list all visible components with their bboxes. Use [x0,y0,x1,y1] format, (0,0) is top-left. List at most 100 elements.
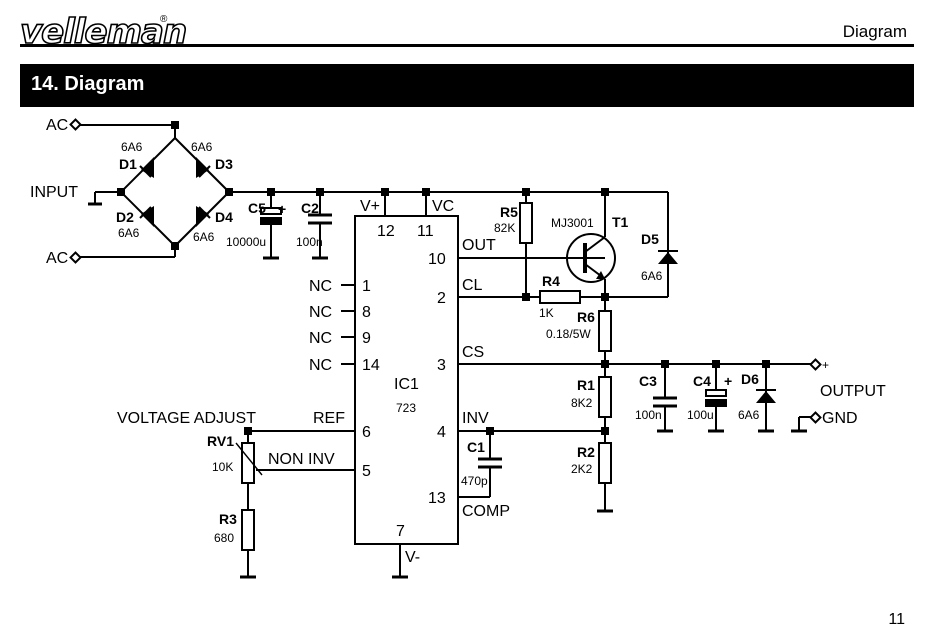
r3-ref: R3 [219,511,237,527]
header-rule [20,44,914,47]
d4-value: 6A6 [193,230,215,244]
ic-pin-1-num: 1 [362,278,371,295]
d1-ref: D1 [119,156,137,172]
ic-pin-13-num: 13 [428,490,446,507]
r2-ref: R2 [577,444,595,460]
t1-value: MJ3001 [551,216,594,230]
c4-polarity: + [724,373,732,389]
input-label: INPUT [30,184,78,201]
potentiometer-rv1 [235,427,263,510]
resistor-r3 [240,509,256,579]
ic-pin-comp-name: COMP [462,503,510,520]
ic-pin-out-name: OUT [462,237,496,254]
r2-value: 2K2 [571,462,593,476]
diode-d4 [196,206,211,227]
c3-value: 100n [635,408,662,422]
r3-value: 680 [214,531,234,545]
ic1-type: 723 [396,401,416,415]
gnd-label: GND [822,410,858,427]
diode-d6 [756,360,776,433]
diode-d1 [139,157,154,178]
ic-pin-cl-name: CL [462,277,483,294]
ic-pin-14-num: 14 [362,357,380,374]
c3-ref: C3 [639,373,657,389]
output-plus-label: + [822,358,829,372]
ic-pin-8-num: 8 [362,304,371,321]
capacitor-c4 [705,360,727,433]
header-section-label: Diagram [842,22,907,41]
t1-ref: T1 [612,214,629,230]
capacitor-c3 [653,360,677,433]
r6-value: 0.18/5W [546,327,591,341]
r5-ref: R5 [500,204,518,220]
rv1-value: 10K [212,460,233,474]
c5-ref: C5 [248,200,266,216]
resistor-r1 [598,364,612,435]
c5-value: 10000u [226,235,266,249]
ic-pin-14-name: NC [309,357,332,374]
resistor-r4 [539,290,609,304]
c5-polarity: + [278,201,286,217]
registered-mark: ® [160,14,168,25]
ic-pin-5-num: 5 [362,463,371,480]
ic-pin-cs-name: CS [462,344,484,361]
d3-value: 6A6 [191,140,213,154]
ic-pin-4-num: 4 [437,424,446,441]
d5-value: 6A6 [641,269,663,283]
ic-pin-vminus-name: V- [405,549,420,566]
output-label: OUTPUT [820,383,886,400]
ic-pin-7-num: 7 [396,523,405,540]
c4-ref: C4 [693,373,711,389]
c2-ref: C2 [301,200,319,216]
rv1-ref: RV1 [207,433,234,449]
ic-pin-2-num: 2 [437,290,446,307]
ic-pin-noninv-name: NON INV [268,451,335,468]
capacitor-c1 [478,427,502,497]
ic-pin-9-num: 9 [362,330,371,347]
r5-value: 82K [494,221,515,235]
ac-bottom-label: AC [46,250,68,267]
d2-ref: D2 [116,209,134,225]
d6-value: 6A6 [738,408,760,422]
c1-ref: C1 [467,439,485,455]
diode-d3 [196,157,211,178]
ic-pin-vplus-name: V+ [360,198,380,215]
capacitor-c2 [308,188,332,260]
ic-pin-11-num: 11 [417,223,434,240]
ic-pin-10-num: 10 [428,251,446,268]
c2-value: 100n [296,235,323,249]
ic-pin-8-name: NC [309,304,332,321]
resistor-r2 [597,431,613,513]
page-number: 11 [888,611,905,628]
ic1-ref: IC1 [394,376,419,393]
ic-pin-vc-name: VC [432,198,454,215]
c1-value: 470p [461,474,488,488]
d1-value: 6A6 [121,140,143,154]
ic1-723 [248,188,815,579]
ac-top-label: AC [46,117,68,134]
resistor-r5 [519,188,533,301]
r4-ref: R4 [542,273,560,289]
diode-d5 [605,192,678,298]
transistor-t1 [566,188,616,297]
r1-ref: R1 [577,377,595,393]
bridge-rectifier [69,118,668,264]
ic-pin-inv-name: INV [462,410,489,427]
ic-pin-12-num: 12 [377,223,395,240]
d5-ref: D5 [641,231,659,247]
ic-pin-1-name: NC [309,278,332,295]
ic-pin-9-name: NC [309,330,332,347]
d3-ref: D3 [215,156,233,172]
c4-value: 100u [687,408,714,422]
r6-ref: R6 [577,309,595,325]
ic-pin-3-num: 3 [437,357,446,374]
capacitor-c5 [260,188,282,260]
ic-pin-6-num: 6 [362,424,371,441]
r1-value: 8K2 [571,396,593,410]
r4-value: 1K [539,306,554,320]
resistor-r6 [598,297,612,368]
d4-ref: D4 [215,209,233,225]
diode-d2 [139,206,154,227]
voltage-adjust-label: VOLTAGE ADJUST [117,410,256,427]
